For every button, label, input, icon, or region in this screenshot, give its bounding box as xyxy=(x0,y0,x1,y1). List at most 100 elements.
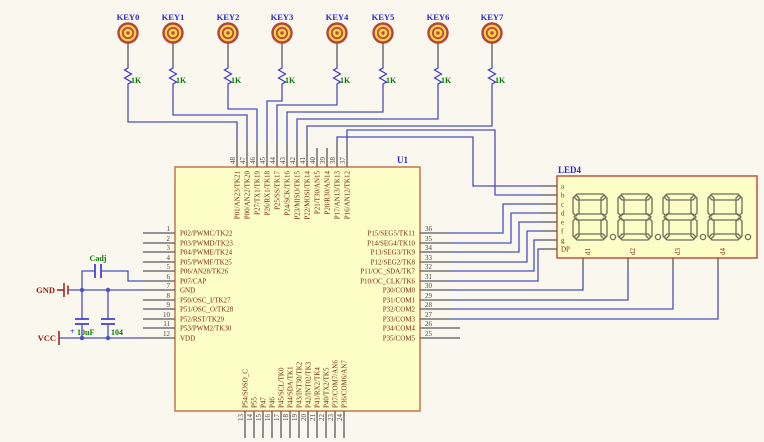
pin-name: P04/PWME/TK24 xyxy=(180,249,233,257)
wire-com1[interactable] xyxy=(452,270,629,301)
pin-name: P53/PWM2/TK30 xyxy=(180,325,232,333)
wire-seg-e[interactable] xyxy=(452,221,541,253)
pin-number: 45 xyxy=(259,157,267,165)
key-connector-4[interactable]: KEY4 xyxy=(326,12,349,44)
pin-name: P22/MOSI/TK14 xyxy=(304,171,312,220)
resistor-1[interactable]: 1K xyxy=(168,66,188,90)
resistor-0[interactable]: 1K xyxy=(123,66,143,90)
wire-key2[interactable] xyxy=(227,90,258,142)
pin-name: P25/SS/TK17 xyxy=(274,171,282,210)
resistor-4[interactable]: 1K xyxy=(332,66,352,90)
wire-key7[interactable] xyxy=(306,90,493,142)
key-connector-1[interactable]: KEY1 xyxy=(162,12,185,44)
capacitor-104[interactable]: 104 xyxy=(101,318,123,337)
pin-number: 9 xyxy=(167,301,171,309)
pin-number: 12 xyxy=(163,330,171,338)
wire-seg-b[interactable] xyxy=(346,129,541,196)
pin-number: 34 xyxy=(425,244,433,252)
capacitor-value: Cadj xyxy=(90,254,107,263)
wire-com2[interactable] xyxy=(452,270,674,310)
display-pin-label: a xyxy=(561,183,565,191)
capacitor-value: 10uF xyxy=(77,328,94,337)
pin-number: 29 xyxy=(425,292,433,300)
polarity-plus: + xyxy=(70,327,75,336)
display-pin-label: c xyxy=(561,201,564,209)
key-label: KEY5 xyxy=(372,12,395,22)
wire-key0[interactable] xyxy=(127,90,238,142)
key-connector-3[interactable]: KEY3 xyxy=(271,12,294,44)
pin-name: P14/SEG4/TK10 xyxy=(367,240,415,248)
pin-number: 25 xyxy=(425,330,433,338)
wire-key5[interactable] xyxy=(286,90,384,142)
key-connector-6[interactable]: KEY6 xyxy=(427,12,450,44)
key-label: KEY3 xyxy=(271,12,294,22)
pin-name: P45/SCL/TK0 xyxy=(278,367,286,408)
key-connector-2[interactable]: KEY2 xyxy=(217,12,240,44)
pin-name: P06/AN28/TK26 xyxy=(180,268,229,276)
pin-number: 41 xyxy=(299,157,307,165)
key-connector-0[interactable]: KEY0 xyxy=(117,12,140,44)
wire-cadj-left[interactable] xyxy=(81,270,95,290)
wire-cadj-right[interactable] xyxy=(101,270,143,282)
pin-name: P31/COM1 xyxy=(383,297,416,305)
wire-seg-a[interactable] xyxy=(336,136,541,187)
display-digit-pin-label: d1 xyxy=(584,248,592,256)
wire-seg-f[interactable] xyxy=(452,230,541,263)
pin-name: P11/OC_SDA/TK7 xyxy=(360,268,415,276)
pin-name: P32/COM2 xyxy=(383,306,416,314)
resistor-3[interactable]: 1K xyxy=(277,66,297,90)
pin-number: 42 xyxy=(289,157,297,165)
resistor-value: 1K xyxy=(231,76,242,85)
pin-name: P23/MISO/TK15 xyxy=(294,171,302,220)
display-pin-label: d xyxy=(561,210,565,218)
pin-number: 11 xyxy=(163,320,170,328)
capacitor-cadj[interactable]: Cadj xyxy=(90,254,107,278)
ic-designator: U1 xyxy=(397,155,408,165)
gnd-power-port[interactable] xyxy=(57,283,69,297)
pin-number: 19 xyxy=(291,414,299,422)
resistor-2[interactable]: 1K xyxy=(223,66,243,90)
wire-com3[interactable] xyxy=(452,270,719,320)
display-body[interactable] xyxy=(556,175,758,259)
wire-seg-d[interactable] xyxy=(452,212,541,244)
pin-name: P27/TX1/TK19 xyxy=(254,171,262,215)
resistor-value: 1K xyxy=(131,76,142,85)
pin-number: 15 xyxy=(255,414,263,422)
pin-number: 22 xyxy=(318,414,326,422)
pin-name: VDD xyxy=(180,335,195,343)
wire-key1[interactable] xyxy=(172,90,248,142)
gnd-label: GND xyxy=(36,285,55,295)
pin-number: 16 xyxy=(264,414,272,422)
wire-seg-c[interactable] xyxy=(452,203,541,234)
wire-key6[interactable] xyxy=(296,90,439,142)
wire-key3[interactable] xyxy=(266,90,283,142)
pin-number: 33 xyxy=(425,254,433,262)
wire-com0[interactable] xyxy=(452,270,584,291)
key-label: KEY2 xyxy=(217,12,240,22)
vcc-label: VCC xyxy=(38,333,56,343)
pin-name: P36/COM6/AN7 xyxy=(341,360,349,408)
pin-number: 48 xyxy=(229,157,237,165)
pin-number: 4 xyxy=(167,254,171,262)
resistor-value: 1K xyxy=(285,76,296,85)
wire-seg-g[interactable] xyxy=(452,239,541,272)
pin-number: 31 xyxy=(425,273,433,281)
pin-name: P05/PWMF/TK25 xyxy=(180,259,232,267)
key-connector-7[interactable]: KEY7 xyxy=(481,12,504,44)
resistor-6[interactable]: 1K xyxy=(433,66,453,90)
ic-body[interactable] xyxy=(174,166,421,412)
wire-key4[interactable] xyxy=(276,90,338,142)
display-pin-label: e xyxy=(561,219,564,227)
pin-name: P50/OSC_I/TK27 xyxy=(180,297,231,305)
key-connector-5[interactable]: KEY5 xyxy=(372,12,395,44)
display-designator: LED4 xyxy=(558,165,582,175)
pin-name: P42/INT02/TK3 xyxy=(305,361,313,408)
pin-number: 17 xyxy=(273,414,281,422)
junction-dot xyxy=(105,287,111,293)
pin-number: 26 xyxy=(425,320,433,328)
pin-name: P41/RX2/TK4 xyxy=(314,367,322,408)
resistor-5[interactable]: 1K xyxy=(378,66,398,90)
resistor-7[interactable]: 1K xyxy=(487,66,507,90)
wire-seg-dp[interactable] xyxy=(452,248,541,282)
